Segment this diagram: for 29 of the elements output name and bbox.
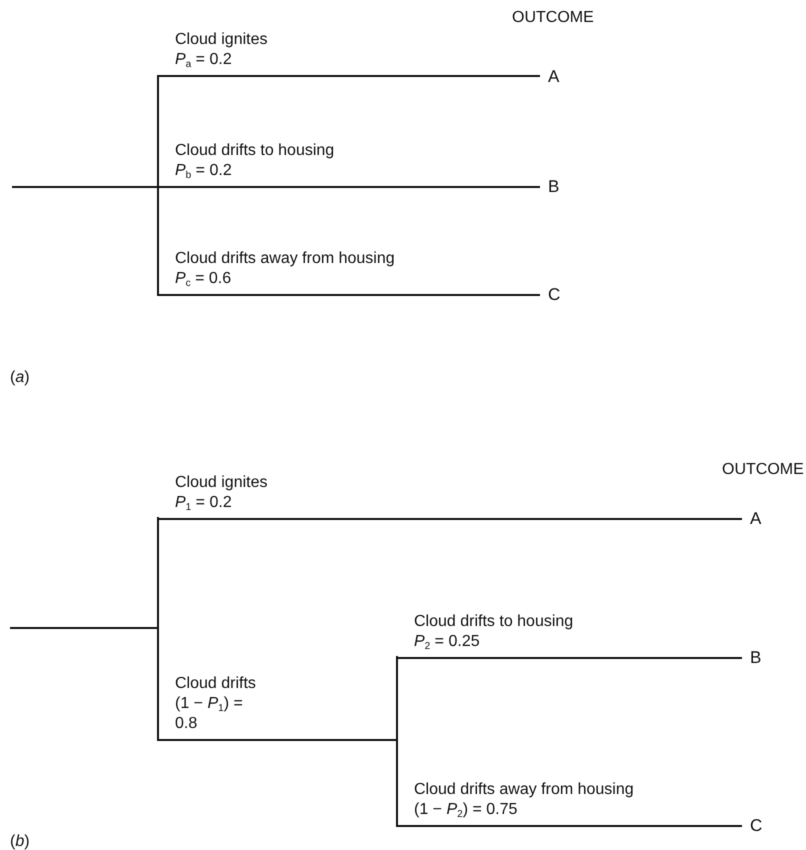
edge-label: Cloud drifts to housing P$_{b}$ = 0.2 [175, 141, 336, 181]
branch-line [157, 517, 159, 741]
branch-line [159, 75, 540, 77]
edge-label: Cloud drifts away from housing P$_{c}$ = 0.6 [175, 249, 396, 289]
branch-line [10, 627, 157, 629]
branch-line [159, 518, 742, 520]
edge-label: Cloud drifts away from housing (1 − P$_{2}$) = 0.75 [414, 780, 635, 820]
outcome-label: C [548, 284, 560, 306]
edge-label: Cloud ignites P$_{a}$ = 0.2 [175, 30, 268, 70]
panel-label: (a) [10, 368, 30, 388]
branch-line [159, 294, 540, 296]
edge-label: Cloud ignites P$_{1}$ = 0.2 [175, 473, 268, 513]
outcome-label: A [750, 508, 762, 530]
branch-line [396, 656, 398, 827]
edge-label: Cloud drifts (1 − P$_{1}$) = 0.8 [175, 674, 257, 734]
branch-line [398, 825, 742, 827]
outcome-label: A [548, 66, 560, 88]
panel-label: (b) [10, 832, 30, 850]
outcome-label: C [750, 815, 762, 837]
branch-line [159, 186, 540, 188]
edge-label: Cloud drifts to housing P$_{2}$ = 0.25 [414, 612, 574, 652]
branch-line [159, 739, 396, 741]
column-heading: OUTCOME [512, 8, 594, 28]
branch-line [157, 75, 159, 296]
outcome-label: B [750, 647, 762, 669]
outcome-label: B [548, 176, 560, 198]
column-heading: OUTCOME [722, 460, 804, 480]
branch-line [398, 657, 742, 659]
branch-line [12, 186, 157, 188]
